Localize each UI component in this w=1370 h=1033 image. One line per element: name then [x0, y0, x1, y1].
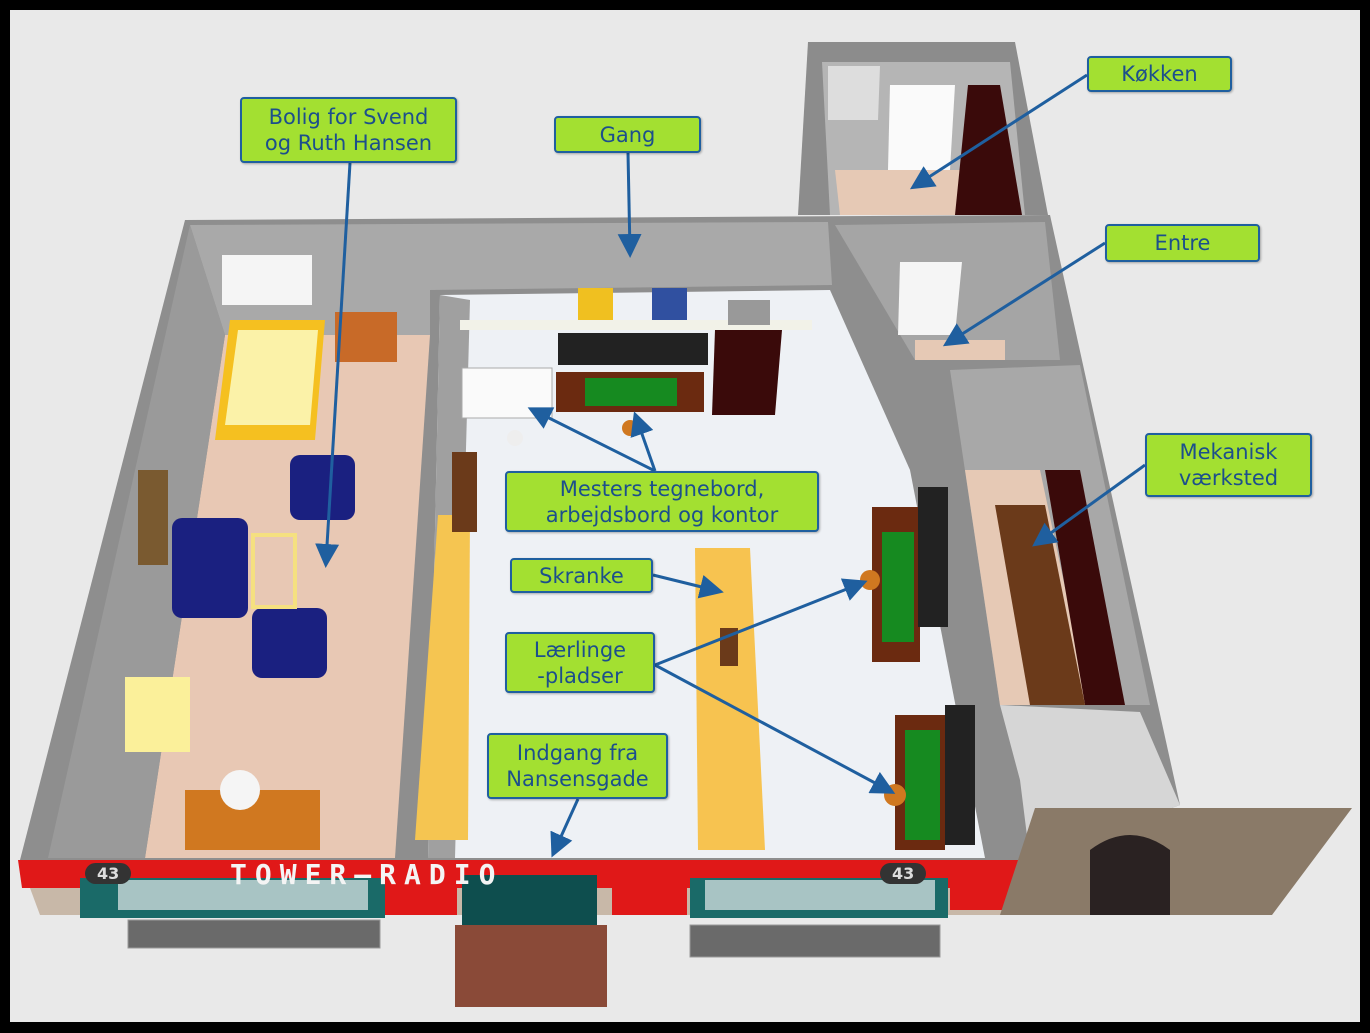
- entrance-door: [462, 875, 597, 930]
- label-entre: Entre: [1105, 224, 1260, 262]
- building-facade-photo: [1000, 808, 1352, 915]
- label-mesters: Mesters tegnebord,arbejdsbord og kontor: [505, 471, 819, 532]
- shop-sign-text: TOWER—RADIO: [230, 858, 504, 891]
- label-skranke: Skranke: [510, 558, 653, 593]
- drafting-table: [461, 367, 553, 419]
- label-kokken: Køkken: [1087, 56, 1232, 92]
- doormat: [689, 924, 941, 958]
- arrow-mesters-arbejdsbord: [630, 411, 657, 472]
- apartment-floor: [145, 335, 430, 858]
- radio-shelf: [558, 333, 708, 365]
- arrow-laerlinge-1: [654, 578, 868, 667]
- arrow-gang: [617, 152, 642, 258]
- house-number-left: 43: [85, 863, 132, 884]
- arrow-indgang: [550, 798, 580, 858]
- sofa: [172, 518, 248, 618]
- label-gang: Gang: [554, 116, 701, 153]
- armchair: [252, 608, 327, 678]
- label-laerlinge: Lærlinge-pladser: [505, 632, 655, 693]
- arrow-kokken: [909, 73, 1088, 190]
- arrow-skranke: [652, 573, 724, 599]
- arrow-mekanisk: [1032, 463, 1146, 547]
- arrow-entre: [942, 241, 1106, 347]
- armchair: [290, 455, 355, 520]
- entre-floor: [915, 340, 1005, 360]
- house-number-right: 43: [880, 863, 927, 884]
- arrow-bolig: [315, 162, 352, 568]
- kitchen-door: [888, 85, 955, 170]
- doormat: [127, 919, 381, 949]
- arrow-laerlinge-2: [654, 663, 896, 794]
- counter-skranke: [695, 548, 765, 850]
- arrow-mesters-tegnebord: [527, 407, 656, 473]
- floor-plan-3d: [18, 42, 1352, 1007]
- workshop-bench: [995, 505, 1085, 705]
- kitchen-floor: [835, 170, 960, 215]
- entrance-steps: [455, 925, 607, 1007]
- coffee-table: [251, 533, 297, 609]
- shop-shelves: [415, 515, 470, 840]
